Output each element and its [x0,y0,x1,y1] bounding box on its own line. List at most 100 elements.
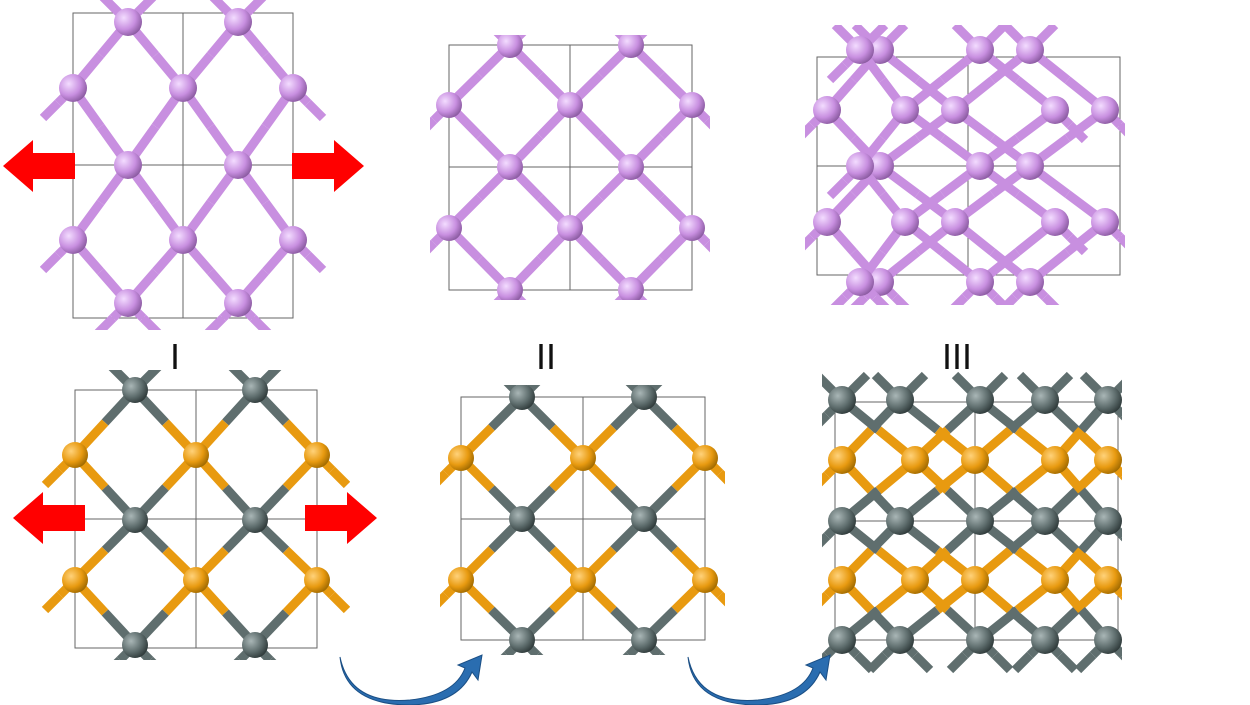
atom [866,152,894,180]
atom [1016,152,1044,180]
atom [941,208,969,236]
atom [618,277,644,300]
bond [822,471,831,487]
atom [828,386,856,414]
bond [646,305,661,320]
bond [805,121,816,139]
atom [1091,208,1119,236]
atom [570,567,596,593]
bond [853,651,876,674]
atom [961,446,989,474]
bond [1119,656,1122,661]
curved-arrow-icon [687,654,831,705]
bond [622,651,629,655]
atom [114,151,142,179]
label-phase-ii: II [535,336,557,377]
bond [822,591,831,607]
atom [692,567,718,593]
atom [1094,566,1122,594]
atom [891,96,919,124]
arrow-right-icon [305,492,377,544]
label-phase-iii: III [941,336,973,377]
bond [304,99,327,122]
bond [601,305,616,320]
bond [1119,476,1122,481]
atom [436,92,462,118]
lattice [826,25,1089,305]
bond [826,61,849,84]
atom [448,445,474,471]
bond [537,651,544,655]
atom [242,507,268,533]
bond [328,466,350,489]
atom [618,154,644,180]
curved-arrow-icon [339,654,483,705]
atom [631,385,657,410]
atom [59,226,87,254]
atom [1031,386,1059,414]
bond [500,651,507,655]
atom [114,289,142,317]
atom [1041,566,1069,594]
atom [436,215,462,241]
atom [966,386,994,414]
bond [1116,233,1125,249]
atom [59,74,87,102]
atom [1031,626,1059,654]
atom [828,566,856,594]
bond [440,591,450,608]
atom [828,446,856,474]
bond [249,314,272,330]
bond [440,469,450,486]
bond [1011,651,1034,674]
atom [679,215,705,241]
label-phase-i: I [169,336,181,377]
atom [618,35,644,58]
bond [40,251,62,274]
bond [716,591,725,607]
bond [805,233,816,251]
bond [659,651,666,655]
atom [62,442,88,468]
bond [430,116,438,131]
bond [1066,233,1089,256]
atom [304,442,330,468]
atom [631,506,657,532]
unit-cell-grid [460,396,706,641]
atom [828,626,856,654]
bond [1119,596,1122,601]
bond [850,293,869,305]
atom [886,626,914,654]
arrow-left-icon [13,492,85,544]
bond [304,251,327,274]
bond [1066,121,1089,144]
atom [966,152,994,180]
unit-cell-grid [74,389,318,649]
bond [150,656,157,660]
bond [1116,121,1125,137]
atom [114,8,142,36]
atom [224,289,252,317]
atom [304,567,330,593]
atom [497,35,523,58]
atom [448,567,474,593]
atom [509,627,535,653]
atom [1031,507,1059,535]
bond [991,651,1014,674]
atom [1091,96,1119,124]
atom [169,226,197,254]
atom [692,445,718,471]
atom [62,567,88,593]
lattice [440,385,725,655]
atom [941,96,969,124]
atom [966,36,994,64]
bond [703,116,710,130]
atom [224,151,252,179]
atom [901,566,929,594]
atom [1094,386,1122,414]
atom [631,627,657,653]
bond [270,656,277,660]
bond [822,532,831,548]
lattice [822,371,1122,674]
